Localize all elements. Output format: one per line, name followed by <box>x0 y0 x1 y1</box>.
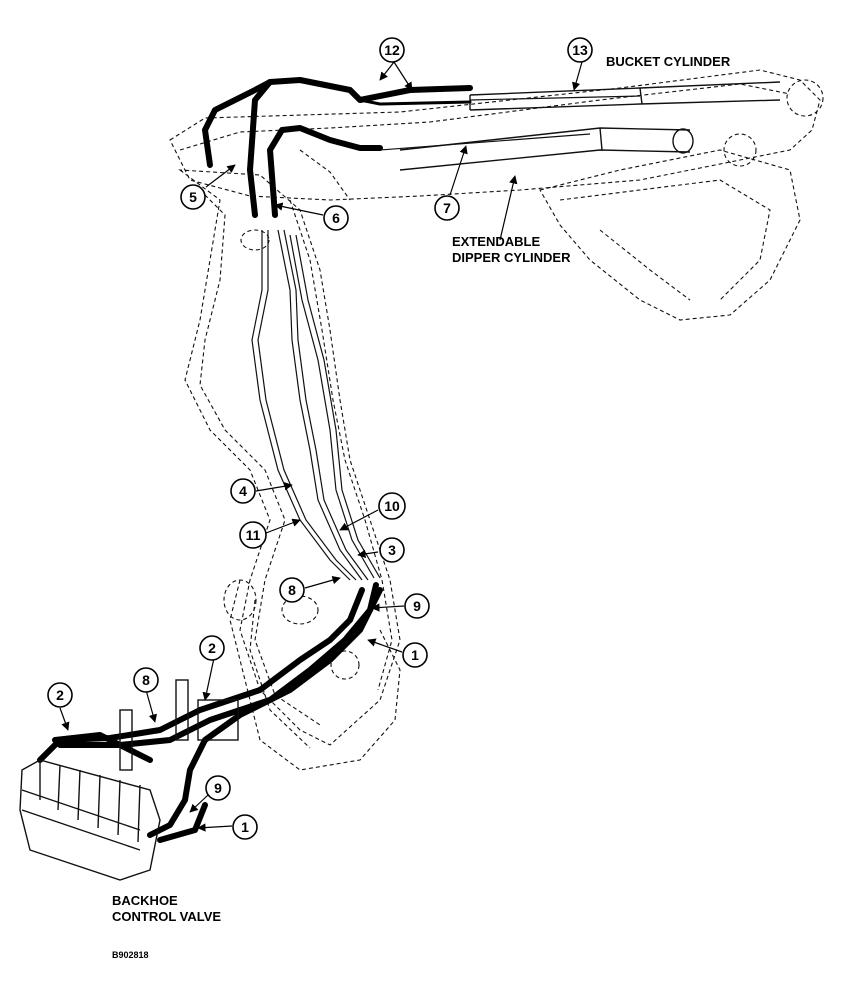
callout-number: 5 <box>189 189 197 205</box>
dipper-outline <box>169 69 824 201</box>
callout-number: 10 <box>384 498 400 514</box>
callout-12: 12 <box>379 37 405 63</box>
callout-number: 9 <box>214 780 222 796</box>
callout-8-upper: 8 <box>279 577 305 603</box>
boom-tubes <box>251 229 381 581</box>
callout-number: 8 <box>142 672 150 688</box>
callout-5: 5 <box>180 184 206 210</box>
control-valve-label-line1: BACKHOE <box>112 893 178 908</box>
leader-lines <box>59 61 583 832</box>
callout-2-mid: 2 <box>199 635 225 661</box>
callout-6: 6 <box>323 205 349 231</box>
callout-10: 10 <box>378 492 406 520</box>
upper-hoses <box>202 77 641 218</box>
callout-number: 2 <box>56 687 64 703</box>
callout-number: 7 <box>443 200 451 216</box>
callout-2-left: 2 <box>47 682 73 708</box>
extendable-dipper-label-line1: EXTENDABLE <box>452 234 540 249</box>
bucket-outline <box>539 149 801 321</box>
hose-clamps <box>119 679 239 771</box>
callout-1-upper: 1 <box>402 642 428 668</box>
callout-13: 13 <box>567 37 593 63</box>
callout-number: 3 <box>388 542 396 558</box>
extendable-dipper-label-line2: DIPPER CYLINDER <box>452 250 571 265</box>
extendable-dipper-cylinder <box>399 127 694 171</box>
callout-number: 12 <box>384 42 400 58</box>
control-valve-body <box>19 759 161 881</box>
callout-11: 11 <box>239 521 267 549</box>
callout-8-lower: 8 <box>133 667 159 693</box>
callout-number: 1 <box>241 819 249 835</box>
callout-1-lower: 1 <box>232 814 258 840</box>
callout-number: 11 <box>246 527 261 543</box>
bucket-cylinder-label: BUCKET CYLINDER <box>606 54 731 69</box>
callout-3: 3 <box>379 537 405 563</box>
callout-number: 2 <box>208 640 216 656</box>
callout-number: 9 <box>413 598 421 614</box>
callout-number: 4 <box>239 483 247 499</box>
callout-number: 13 <box>572 42 588 58</box>
callout-number: 8 <box>288 582 296 598</box>
callout-4: 4 <box>230 478 256 504</box>
callout-7: 7 <box>434 195 460 221</box>
lower-hoses <box>37 582 383 843</box>
figure-id: B902818 <box>112 950 149 960</box>
callout-number: 1 <box>411 647 419 663</box>
control-valve-label-line2: CONTROL VALVE <box>112 909 221 924</box>
callout-number: 6 <box>332 210 340 226</box>
callout-9-upper: 9 <box>404 593 430 619</box>
callout-9-lower: 9 <box>205 775 231 801</box>
swing-tower-outline <box>229 579 401 771</box>
